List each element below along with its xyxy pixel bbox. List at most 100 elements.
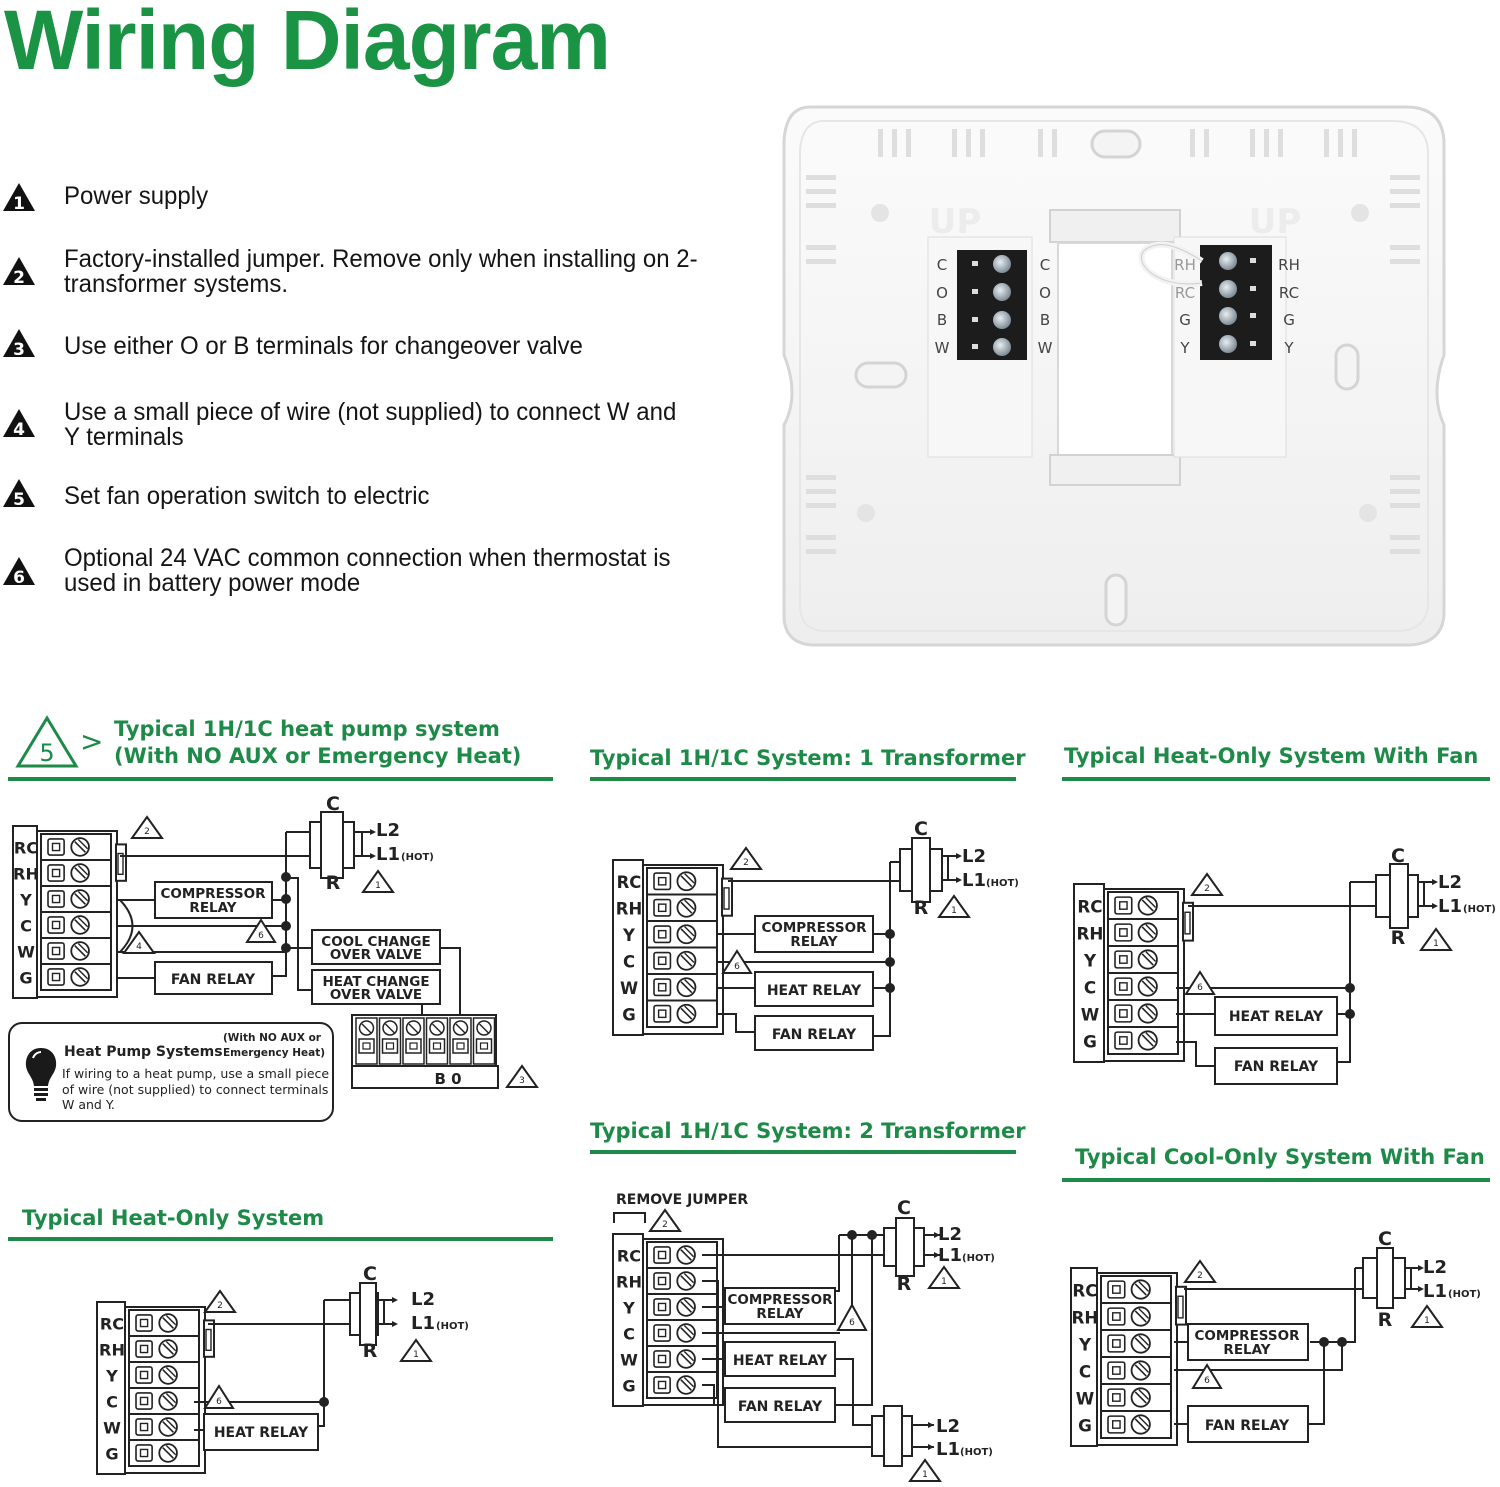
svg-text:L2: L2 <box>938 1224 962 1245</box>
terminal-label: RC <box>100 1315 124 1334</box>
terminal-label: C <box>20 917 32 936</box>
terminal-label: Y <box>622 926 636 945</box>
svg-text:5: 5 <box>39 739 54 767</box>
svg-text:L2: L2 <box>1423 1257 1447 1278</box>
heat-changeover-valve <box>311 969 441 1005</box>
wire-clamp-icon <box>1107 1388 1126 1407</box>
wire-clamp-icon <box>47 890 65 908</box>
terminal-label: RC <box>1077 896 1102 916</box>
mounting-slot <box>1090 129 1142 159</box>
fan-relay <box>154 961 273 995</box>
note-1-marker: 1 <box>927 1265 961 1289</box>
changeover-terminal-block: B 0 <box>351 1014 499 1089</box>
terminal-label: Y <box>1083 950 1097 970</box>
note-text: Set fan operation switch to electric <box>64 482 430 510</box>
svg-text:4: 4 <box>13 420 25 438</box>
svg-text:O: O <box>936 284 948 302</box>
svg-text:C: C <box>1391 845 1405 867</box>
note-1-marker: 1 <box>399 1338 433 1362</box>
terminal-label: Y <box>622 1299 635 1318</box>
warning-triangle-2-icon: 2 <box>3 257 35 286</box>
terminal-label: RH <box>13 865 39 884</box>
note-text: Power supply <box>64 182 209 210</box>
svg-text:1: 1 <box>375 881 381 891</box>
terminal-row: W <box>17 937 112 965</box>
terminal-label: W <box>17 943 35 962</box>
changeover-terminal <box>402 1017 425 1065</box>
note-6-marker: 6 <box>721 949 753 974</box>
terminal-row: C <box>106 1387 200 1415</box>
note-6-marker: 6 <box>245 918 277 943</box>
terminal-row: Y <box>622 920 718 949</box>
wire-clamp-icon <box>47 942 65 960</box>
compressor-relay <box>154 881 273 919</box>
terminal-label: C <box>1084 977 1096 997</box>
wire-clamp-icon <box>653 1350 671 1368</box>
wire-clamp-icon <box>405 1038 422 1054</box>
note-2-marker: 2 <box>648 1208 682 1232</box>
svg-text:Y: Y <box>1283 339 1294 357</box>
terminal-label: C <box>623 952 635 971</box>
svg-text:L2: L2 <box>376 820 400 841</box>
wire-clamp-icon <box>47 838 65 856</box>
svg-text:R: R <box>363 1340 378 1362</box>
svg-text:COMPRESSOR: COMPRESSOR <box>160 886 266 902</box>
wire-clamp-icon <box>1107 1280 1126 1299</box>
terminal-label: RH <box>1072 1307 1099 1327</box>
svg-text:6: 6 <box>13 568 25 586</box>
note-markers: 2 1 6 4 3 <box>122 815 539 1088</box>
svg-text:UP: UP <box>1249 202 1302 242</box>
svg-text:RELAY: RELAY <box>756 1306 803 1322</box>
section-title-heat-pump: Typical 1H/1C heat pump system <box>114 717 500 741</box>
note-6-marker: 6 <box>1184 970 1216 995</box>
wire-clamp-icon <box>653 1324 671 1342</box>
terminal-label: G <box>1078 1415 1092 1435</box>
arrow-icon: > <box>80 725 104 758</box>
wire-clamp-icon <box>653 898 672 917</box>
wire-clamp-icon <box>653 1004 672 1023</box>
svg-text:2: 2 <box>1204 884 1210 894</box>
section-title-two-transformer: Typical 1H/1C System: 2 Transformer <box>590 1119 1026 1143</box>
page-title: Wiring Diagram <box>4 0 611 87</box>
svg-text:REMOVE JUMPER: REMOVE JUMPER <box>616 1192 748 1208</box>
wire-clamp-icon <box>47 916 65 934</box>
terminal-row: W <box>1081 999 1179 1028</box>
svg-text:C: C <box>914 818 928 840</box>
warning-triangle-1-icon: 1 <box>3 183 35 212</box>
changeover-terminal <box>378 1017 402 1065</box>
warning-triangle-5-icon: 5 <box>3 479 35 508</box>
wire-clamp-icon <box>653 1272 671 1290</box>
svg-text:(HOT): (HOT) <box>1463 904 1496 915</box>
terminal-row: C <box>20 911 112 939</box>
terminal-row: RC <box>617 867 718 896</box>
right-screws <box>1219 252 1256 353</box>
svg-text:(HOT): (HOT) <box>436 1321 469 1332</box>
changeover-terminal <box>449 1017 472 1065</box>
svg-text:HEAT RELAY: HEAT RELAY <box>214 1425 309 1441</box>
svg-text:W: W <box>1038 339 1053 357</box>
svg-text:1: 1 <box>13 194 25 212</box>
terminal-label: RC <box>14 839 38 858</box>
terminal-label: RH <box>616 1273 642 1292</box>
terminal-row: RH <box>616 1267 718 1295</box>
svg-text:HEAT CHANGE: HEAT CHANGE <box>322 974 429 990</box>
wire-clamp-icon <box>1114 1004 1133 1023</box>
terminal-row: RC <box>617 1241 718 1269</box>
wire-clamp-icon <box>1114 1031 1133 1050</box>
section-rule <box>8 1237 553 1241</box>
callout-heading: Heat Pump Systems <box>64 1044 223 1060</box>
wire-clamp-icon <box>653 1376 671 1394</box>
wire-clamp-icon <box>135 1366 153 1384</box>
svg-text:RELAY: RELAY <box>189 900 236 916</box>
svg-text:3: 3 <box>519 1076 525 1086</box>
terminal-label: RC <box>617 1247 641 1266</box>
terminal-row: RH <box>1077 918 1179 947</box>
terminal-label: C <box>106 1393 118 1412</box>
svg-text:6: 6 <box>1204 1376 1210 1386</box>
svg-text:COMPRESSOR: COMPRESSOR <box>1194 1328 1300 1344</box>
note-2-marker: 2 <box>1190 872 1224 896</box>
wire-clamp-icon <box>428 1038 446 1054</box>
svg-text:R: R <box>1378 1309 1393 1331</box>
